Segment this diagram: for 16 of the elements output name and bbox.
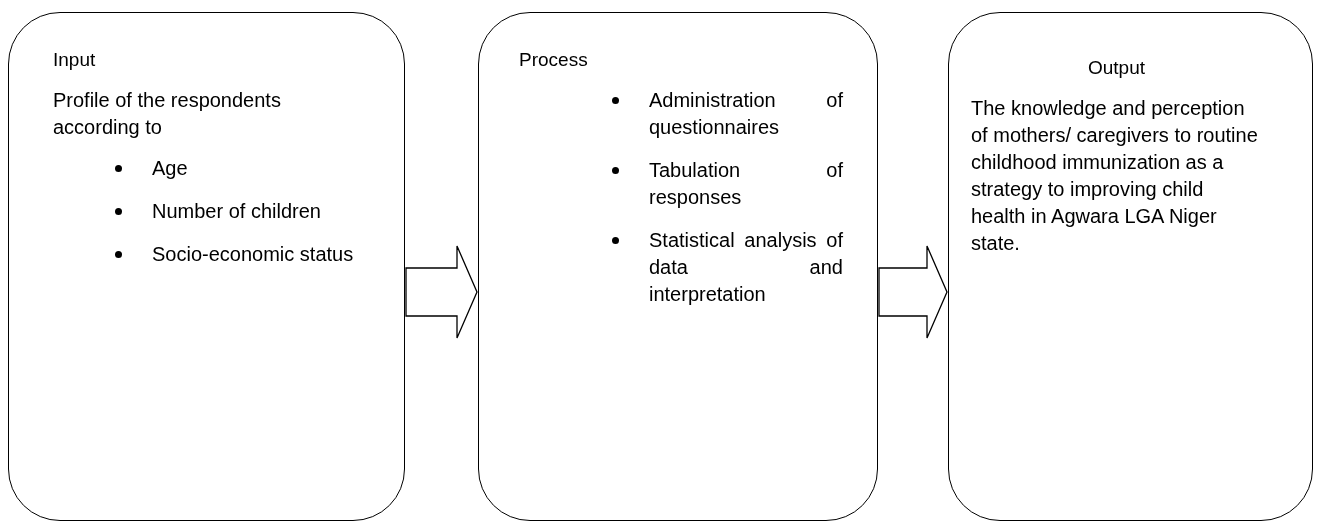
box-heading: Output — [1086, 57, 1146, 79]
rounded-box — [478, 12, 878, 521]
bullet-item: Age — [152, 156, 189, 181]
rounded-box — [8, 12, 405, 521]
rounded-box — [948, 12, 1313, 521]
block-arrow — [405, 245, 478, 339]
box-heading: Process — [519, 49, 589, 71]
bullet-item: Number of children — [152, 199, 322, 224]
body-text: The knowledge and perception of mothers/ caregivers to routine childhood immunization as a strategy to improving child health in Agwara LGA Niger state. — [971, 96, 1259, 256]
box-heading: Input — [53, 49, 97, 71]
bullet-item: Tabulation of responses — [649, 158, 843, 210]
intro-text: Profile of the respondents according to — [53, 88, 282, 140]
block-arrow — [878, 245, 948, 339]
bullet-item: Administration of questionnaires — [649, 88, 843, 140]
bullet-item: Socio-economic status — [152, 242, 355, 267]
bullet-item: Statistical analysis of data and interpretation — [649, 228, 843, 307]
